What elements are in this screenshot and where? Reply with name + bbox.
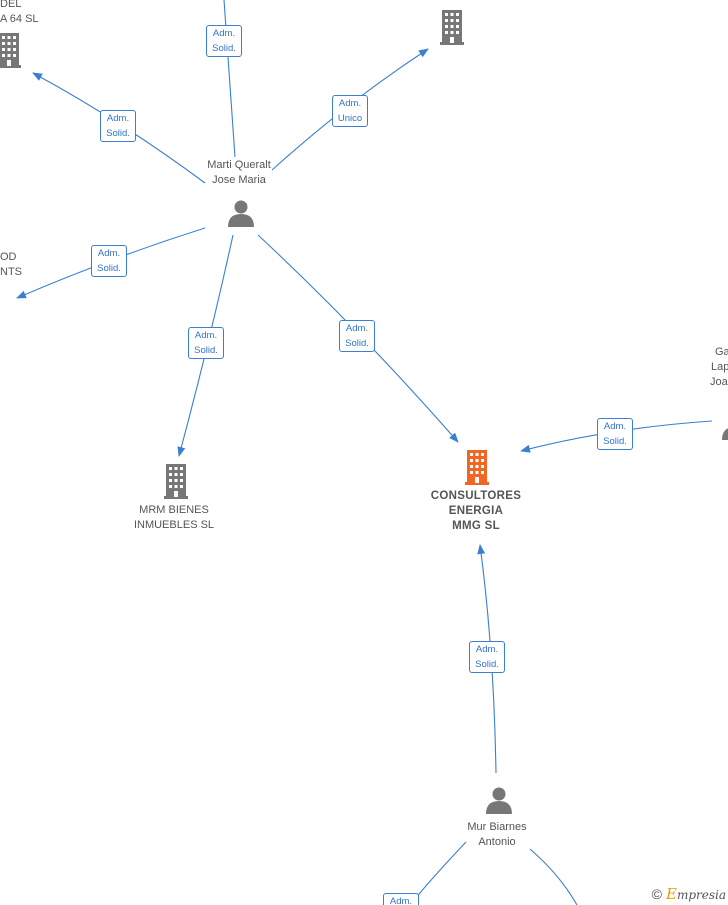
node-label-line: Marti Queralt: [207, 159, 271, 171]
relation-badge[interactable]: Adm. Solid.: [339, 320, 375, 352]
node-label-left-mid[interactable]: OD NTS: [0, 250, 22, 280]
edge-mur-bottomright: [529, 848, 578, 905]
badge-line: Solid.: [194, 345, 218, 356]
brand-initial: E: [665, 885, 677, 903]
person-icon[interactable]: [721, 412, 728, 440]
node-label-line: NTS: [0, 266, 22, 278]
copyright-icon: ©: [651, 886, 662, 902]
node-label-mur[interactable]: Mur Biarnes Antonio: [447, 820, 547, 850]
edge-marti-top: [223, 0, 236, 158]
badge-line: Adm.: [338, 98, 362, 109]
building-icon[interactable]: [464, 450, 490, 486]
footer-brand[interactable]: ©Empresia: [652, 885, 726, 903]
node-label-line: CONSULTORES: [430, 490, 522, 502]
badge-line: Adm.: [603, 421, 627, 432]
brand-logo: Empresia: [665, 885, 726, 903]
node-label-consultores[interactable]: CONSULTORES ENERGIA MMG SL: [416, 489, 536, 534]
node-label-line: Joa: [710, 376, 728, 388]
brand-name: mpresia: [676, 888, 726, 902]
relation-badge[interactable]: Adm. Solid.: [188, 327, 224, 359]
badge-line: Adm.: [345, 323, 369, 334]
person-icon[interactable]: [485, 786, 513, 814]
relation-badge[interactable]: Adm. Solid.: [206, 25, 242, 57]
relation-badge[interactable]: Adm. Solid.: [91, 245, 127, 277]
building-icon[interactable]: [0, 33, 21, 69]
badge-line: Adm.: [389, 896, 413, 905]
badge-line: Unico: [337, 113, 363, 124]
badge-line: Solid.: [212, 43, 236, 54]
badge-line: Solid.: [345, 338, 369, 349]
node-label-line: Mur Biarnes: [467, 821, 527, 833]
node-label-marti[interactable]: Marti Queralt Jose Maria: [189, 158, 289, 188]
badge-line: Solid.: [475, 659, 499, 670]
node-label-line: MMG SL: [452, 520, 500, 532]
relation-badge[interactable]: Adm. Solid.: [469, 641, 505, 673]
badge-line: Adm.: [97, 248, 121, 259]
person-icon[interactable]: [227, 199, 255, 227]
badge-line: Adm.: [212, 28, 236, 39]
badge-line: Solid.: [603, 436, 627, 447]
node-label-line: DEL: [0, 0, 22, 10]
relation-badge[interactable]: Adm. Solid.: [100, 110, 136, 142]
node-label-line: Antonio: [478, 836, 516, 848]
node-label-line: Lap: [711, 361, 728, 373]
node-label-line: Jose Maria: [212, 174, 266, 186]
badge-line: Adm.: [475, 644, 499, 655]
node-label-line: Ga: [715, 346, 728, 358]
badge-line: Adm.: [106, 113, 130, 124]
building-icon[interactable]: [164, 464, 188, 500]
node-label-line: OD: [0, 251, 17, 263]
node-label-line: A 64 SL: [0, 13, 39, 25]
badge-line: Solid.: [97, 263, 121, 274]
node-label-top-left[interactable]: DEL A 64 SL: [0, 0, 39, 27]
node-label-line: INMUEBLES SL: [133, 519, 215, 531]
badge-line: Adm.: [194, 330, 218, 341]
node-label-right-person[interactable]: Ga Lap Joa: [708, 345, 728, 390]
node-label-line: ENERGIA: [448, 505, 504, 517]
node-label-line: MRM BIENES: [139, 504, 209, 516]
node-label-mrm[interactable]: MRM BIENES INMUEBLES SL: [114, 503, 234, 533]
relation-badge[interactable]: Adm.: [383, 893, 419, 905]
relation-badge[interactable]: Adm. Unico: [332, 95, 368, 127]
building-icon[interactable]: [440, 10, 464, 46]
relation-badge[interactable]: Adm. Solid.: [597, 418, 633, 450]
badge-line: Solid.: [106, 128, 130, 139]
